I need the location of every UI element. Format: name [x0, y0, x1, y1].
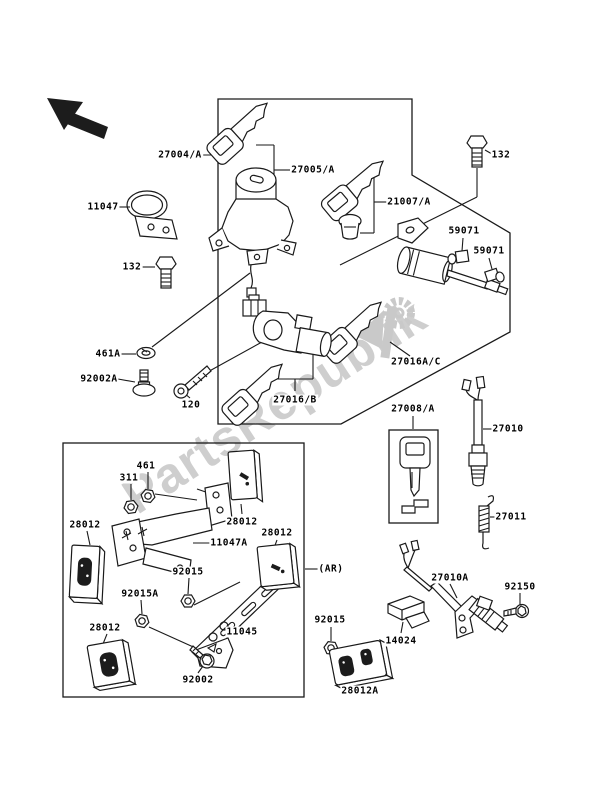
reflector-28012-middle: [227, 448, 264, 503]
reflector-28012-right: [256, 542, 302, 591]
nut-92015-bracket: [180, 594, 196, 608]
part-label-59071-first: 59071: [447, 225, 481, 237]
part-label-92150: 92150: [503, 581, 537, 593]
part-label-11045: 11045: [225, 626, 259, 638]
part-label-28012-right: 28012: [260, 527, 294, 539]
seat-lock-assembly-drawing: [396, 217, 509, 296]
washer-461a: [136, 346, 156, 360]
reflector-28012-top-left: [67, 544, 106, 606]
part-label-461: 461: [135, 460, 157, 472]
helmet-lock-key-drawing: [218, 356, 295, 429]
part-label-27005a: 27005/A: [290, 164, 336, 176]
part-label-27004a: 27004/A: [157, 149, 203, 161]
nut-461: [139, 488, 157, 504]
bracket-group-box: [62, 442, 305, 698]
part-label-311: 311: [118, 472, 140, 484]
part-label-132-left: 132: [121, 261, 143, 273]
bolt-132-left: [155, 256, 177, 289]
part-label-27011: 27011: [494, 511, 528, 523]
direction-arrow-icon: [47, 98, 108, 139]
ignition-key-drawing: [203, 95, 280, 168]
nut-311: [122, 499, 140, 515]
reflector-28012-bottom-left: [86, 638, 138, 692]
part-label-132-right: 132: [490, 149, 512, 161]
lock-pin-59071-second: [483, 267, 505, 283]
switch-cover-drawing: [387, 595, 430, 629]
bolt-132-right: [466, 135, 488, 168]
screw-120: [173, 365, 212, 399]
spring-drawing: [478, 495, 495, 550]
part-label-ar: (AR): [317, 563, 345, 575]
clamp-holder-drawing: [126, 190, 178, 240]
ignition-switch-drawing: [208, 167, 297, 317]
part-label-92002a: 92002A: [79, 373, 119, 385]
part-label-461a: 461A: [94, 348, 122, 360]
part-label-21007a: 21007/A: [386, 196, 432, 208]
watermark-logo-icon: [356, 297, 415, 359]
part-label-14024: 14024: [384, 635, 418, 647]
seat-lock-cable-drawing: [461, 375, 488, 487]
bolt-92002: [189, 645, 215, 669]
lock-actuator-drawing: [399, 539, 509, 639]
key-blank-drawing: [399, 436, 431, 514]
bolt-92002a: [132, 369, 156, 397]
part-label-11047a: 11047A: [209, 537, 249, 549]
part-label-28012-bottom-left: 28012: [88, 622, 122, 634]
part-label-27008a: 27008/A: [390, 403, 436, 415]
part-label-92015-bracket: 92015: [171, 566, 205, 578]
part-label-92002: 92002: [181, 674, 215, 686]
helmet-lock-drawing: [252, 310, 332, 357]
key-blank-box: [388, 429, 439, 524]
part-label-92015a: 92015A: [120, 588, 160, 600]
part-label-28012a: 28012A: [340, 685, 380, 697]
key-cap-drawing: [338, 213, 362, 240]
reflector-28012a: [328, 638, 395, 689]
part-label-27016b: 27016/B: [272, 394, 318, 406]
nut-92015a: [133, 613, 151, 629]
part-label-27010: 27010: [491, 423, 525, 435]
part-label-11047: 11047: [86, 201, 120, 213]
part-label-120: 120: [180, 399, 202, 411]
lock-pin-59071-first: [447, 249, 470, 265]
part-label-28012-top-left: 28012: [68, 519, 102, 531]
part-label-59071-second: 59071: [472, 245, 506, 257]
part-label-27016ac: 27016A/C: [390, 356, 442, 368]
part-label-28012-middle: 28012: [225, 516, 259, 528]
bolt-92150: [503, 603, 530, 619]
part-label-92015-reflector: 92015: [313, 614, 347, 626]
part-label-27010a: 27010A: [430, 572, 470, 584]
